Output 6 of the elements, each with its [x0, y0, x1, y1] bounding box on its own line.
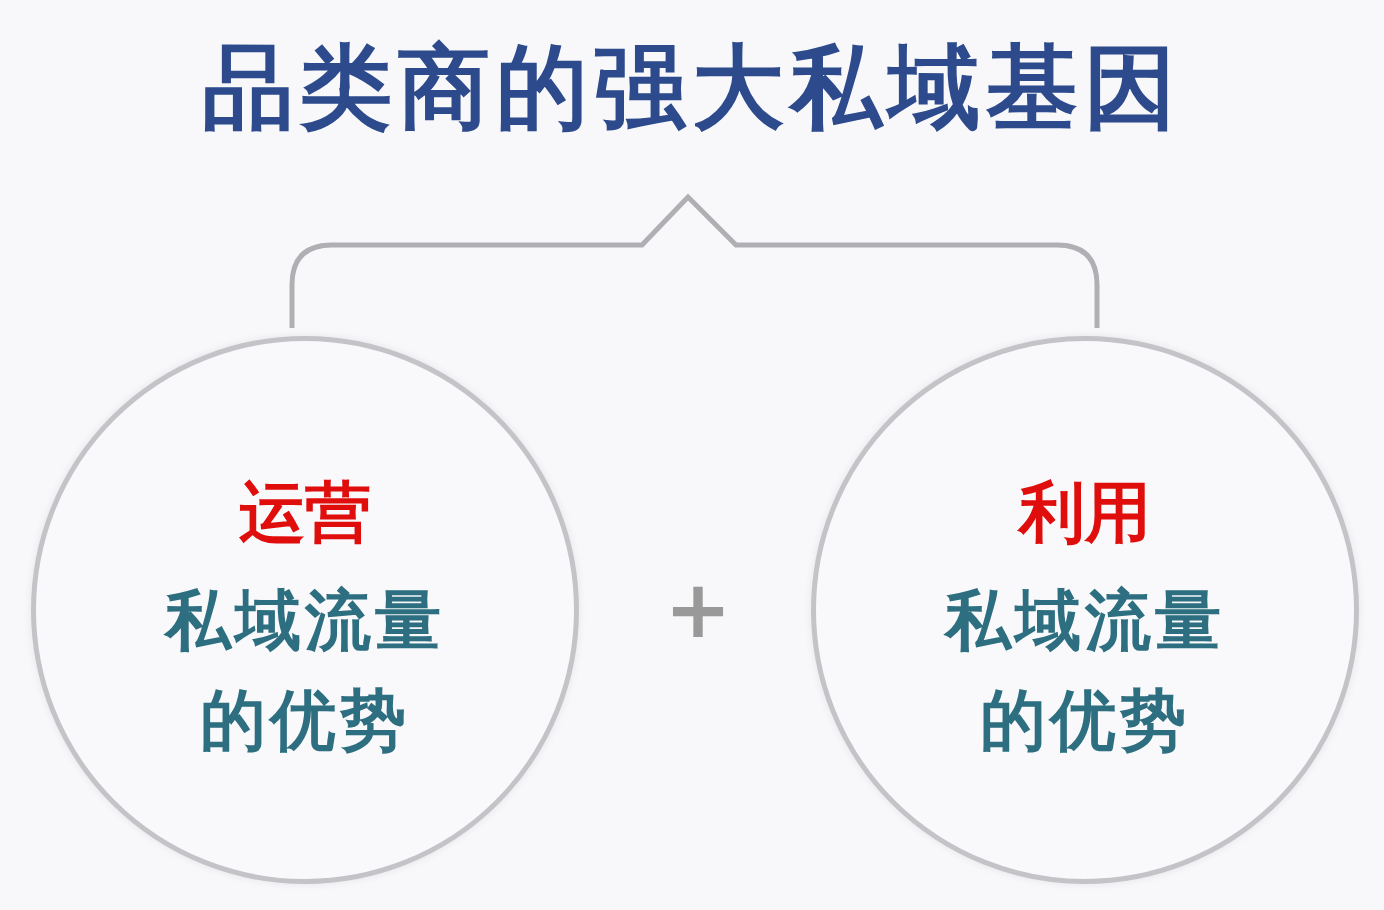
circle-text: 私域流量的优势	[162, 581, 446, 761]
circle-text: 私域流量的优势	[942, 581, 1226, 761]
circle-heading: 利用	[1016, 473, 1152, 553]
plus-sign: +	[663, 562, 733, 658]
circle-heading: 运营	[238, 473, 372, 553]
title: 品类商的强大私域基因	[201, 33, 1183, 143]
